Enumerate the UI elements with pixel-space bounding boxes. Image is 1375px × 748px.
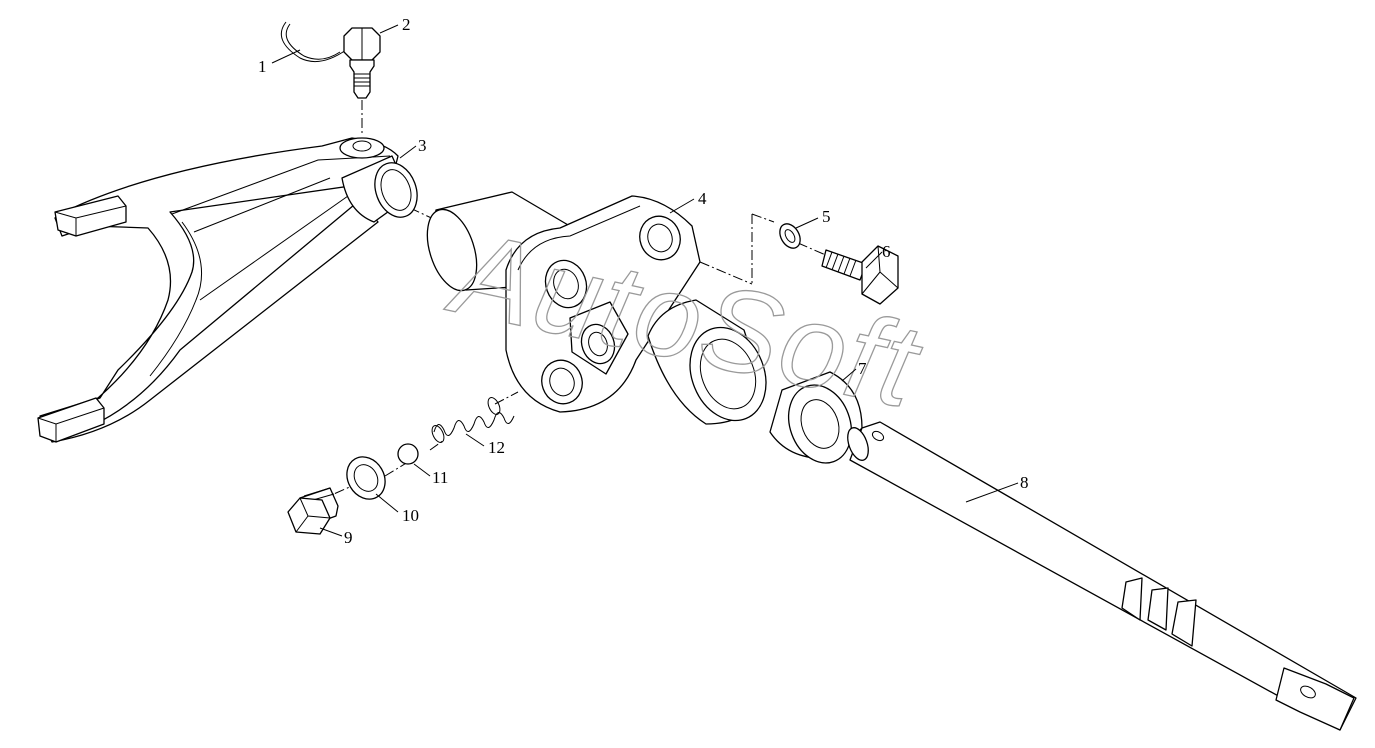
callout-10: 10 [402,506,419,525]
callout-5: 5 [822,207,831,226]
callout-3: 3 [418,136,427,155]
ball-icon [397,443,419,465]
callout-6: 6 [882,242,891,261]
plug-icon [287,487,339,535]
callout-labels: 1 2 3 4 5 6 7 8 9 10 11 12 [258,15,1029,547]
housing-icon [426,191,767,425]
bolt-icon [821,245,899,305]
leader-lines [271,24,1019,537]
callout-4: 4 [698,189,707,208]
callout-1: 1 [258,57,267,76]
shift-fork-icon [37,137,418,443]
callout-11: 11 [432,468,448,487]
washer-icon [779,223,801,249]
callout-2: 2 [402,15,411,34]
spring-icon [431,397,515,443]
bushing-icon [769,371,863,464]
callout-8: 8 [1020,473,1029,492]
callout-12: 12 [488,438,505,457]
gasket-icon [346,456,386,500]
wire-lock-icon [280,21,347,63]
shaft-icon [847,421,1357,731]
callout-7: 7 [858,359,867,378]
grease-fitting-icon [343,27,381,99]
callout-9: 9 [344,528,353,547]
